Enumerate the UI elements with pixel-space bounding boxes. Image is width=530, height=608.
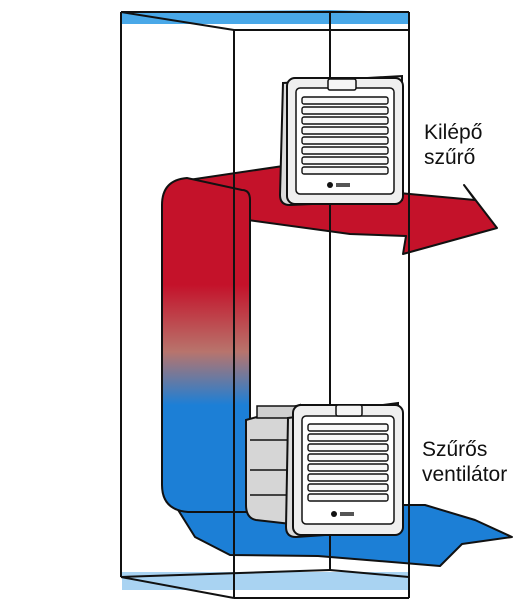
filter-fan-label-line2: ventilátor xyxy=(422,463,508,486)
outlet-filter-label: Kilépő szűrő xyxy=(424,120,482,170)
cabinet-frame xyxy=(120,11,410,599)
outlet-filter-label-line1: Kilépő xyxy=(424,121,483,144)
filter-fan-label-line1: Szűrős xyxy=(422,438,488,461)
cabinet-top-band xyxy=(121,12,409,24)
filter-fan-device xyxy=(245,401,404,539)
cabinet-bottom-band xyxy=(122,572,410,590)
filter-fan-label: Szűrős ventilátor xyxy=(422,437,507,487)
air-channel xyxy=(161,176,251,513)
outlet-filter-label-line2: szűrő xyxy=(424,146,476,169)
outlet-filter-device xyxy=(278,74,404,207)
